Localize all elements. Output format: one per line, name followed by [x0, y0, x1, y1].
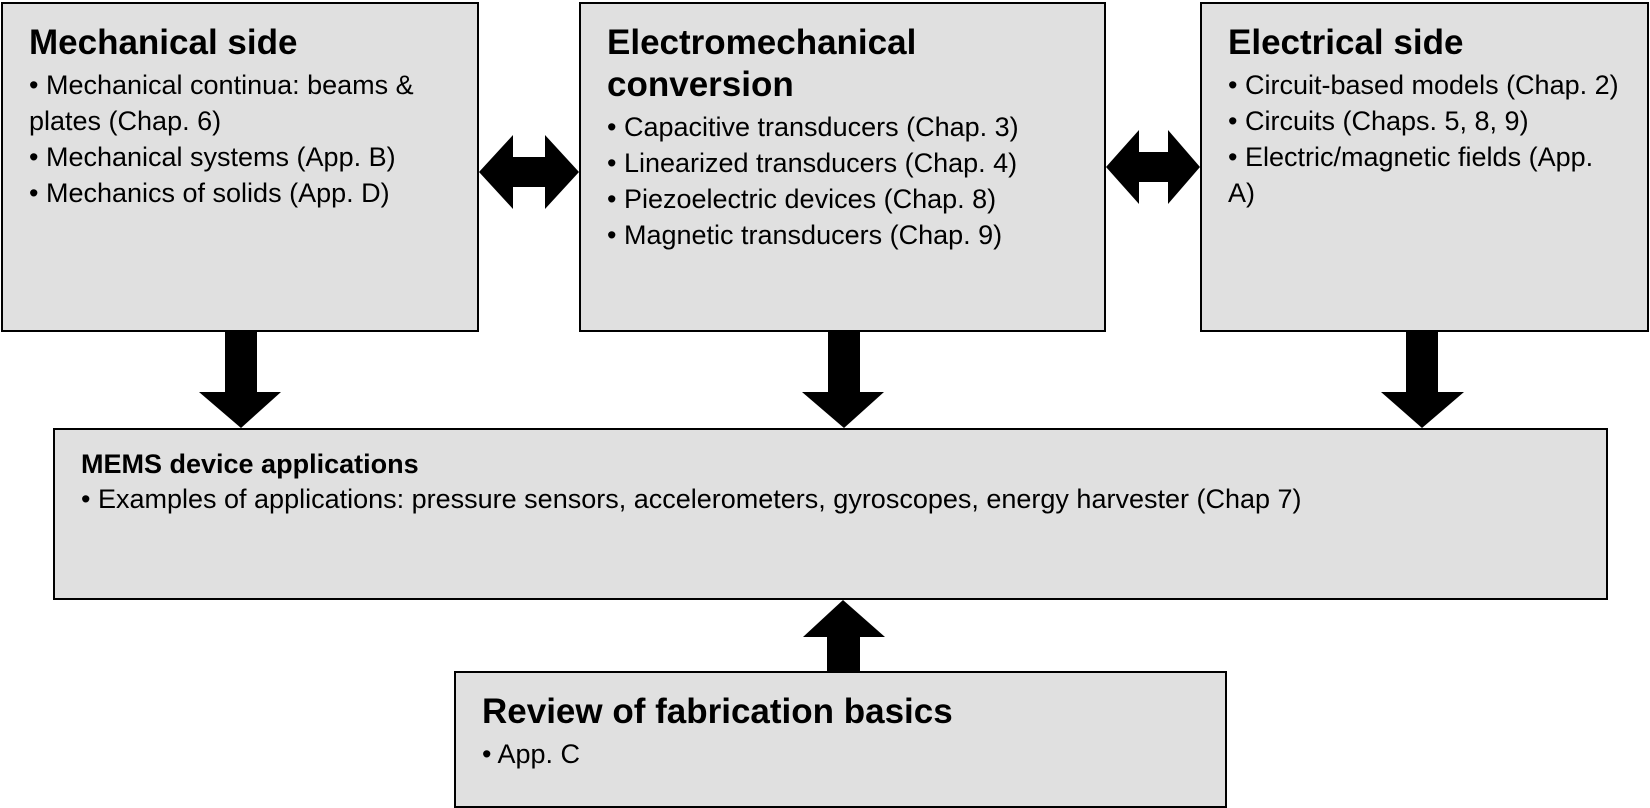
double-arrow-emc-elec: [1106, 130, 1200, 204]
electrical-side-list: Circuit-based models (Chap. 2) Circuits …: [1228, 68, 1621, 212]
list-item: Examples of applications: pressure senso…: [81, 482, 1580, 518]
electrical-side-box: Electrical side Circuit-based models (Ch…: [1200, 2, 1649, 332]
list-item: Linearized transducers (Chap. 4): [607, 146, 1078, 182]
list-item: Circuits (Chaps. 5, 8, 9): [1228, 104, 1621, 140]
mechanical-side-title: Mechanical side: [29, 23, 298, 62]
mems-applications-box: MEMS device applications Examples of app…: [53, 428, 1608, 600]
up-arrow-fab-mems: [803, 600, 885, 671]
double-arrow-mech-emc: [479, 135, 579, 209]
down-arrow-mech-mems: [199, 332, 281, 428]
electromechanical-conversion-title: Electromechanical conversion: [607, 23, 917, 104]
fabrication-basics-box: Review of fabrication basics App. C: [454, 671, 1227, 808]
electrical-side-title: Electrical side: [1228, 23, 1464, 62]
list-item: Circuit-based models (Chap. 2): [1228, 68, 1621, 104]
list-item: Mechanical systems (App. B): [29, 140, 451, 176]
list-item: Mechanical continua: beams & plates (Cha…: [29, 68, 451, 140]
down-arrow-emc-mems: [802, 332, 884, 428]
list-item: Magnetic transducers (Chap. 9): [607, 218, 1078, 254]
electromechanical-conversion-box: Electromechanical conversion Capacitive …: [579, 2, 1106, 332]
mems-applications-title: MEMS device applications: [81, 449, 419, 479]
list-item: Capacitive transducers (Chap. 3): [607, 110, 1078, 146]
list-item: Mechanics of solids (App. D): [29, 176, 451, 212]
electromechanical-conversion-list: Capacitive transducers (Chap. 3) Lineari…: [607, 110, 1078, 254]
list-item: Electric/magnetic fields (App. A): [1228, 140, 1621, 212]
fabrication-basics-title: Review of fabrication basics: [482, 692, 953, 731]
list-item: App. C: [482, 737, 1199, 773]
down-arrow-elec-mems: [1381, 332, 1464, 428]
list-item: Piezoelectric devices (Chap. 8): [607, 182, 1078, 218]
mechanical-side-list: Mechanical continua: beams & plates (Cha…: [29, 68, 451, 212]
fabrication-basics-list: App. C: [482, 737, 1199, 773]
mechanical-side-box: Mechanical side Mechanical continua: bea…: [1, 2, 479, 332]
mems-applications-list: Examples of applications: pressure senso…: [81, 482, 1580, 518]
